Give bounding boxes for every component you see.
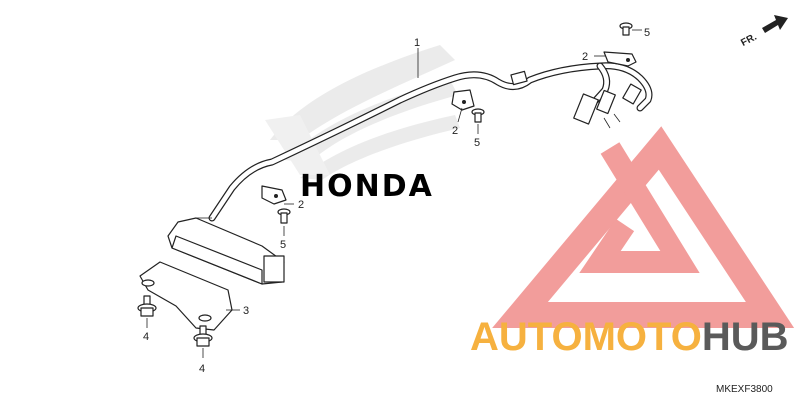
callout-stay: 3: [243, 305, 249, 317]
fr-label: FR.: [739, 31, 759, 48]
callout-clamp-top: 2: [582, 51, 588, 63]
watermark-triangle: [492, 126, 795, 328]
clamp-mid: [451, 89, 475, 111]
wire-harness: [208, 62, 653, 222]
light-unit-connector: [263, 255, 285, 283]
callout-screw-mid: 5: [474, 137, 480, 149]
connector-right: [622, 83, 642, 105]
watermark-auto: AUTOMOTOHUB: [470, 315, 789, 359]
harness-sleeve: [510, 70, 528, 86]
callout-bolt-right: 4: [199, 363, 205, 375]
callout-screw-low: 5: [280, 239, 286, 251]
bolt-right: [193, 325, 213, 347]
leader-lines: [146, 29, 642, 358]
honda-wing-logo: [265, 45, 460, 180]
callout-harness: 1: [414, 37, 420, 49]
callout-clamp-low: 2: [298, 199, 304, 211]
connector-left: [573, 93, 599, 125]
connector-mid: [596, 89, 616, 115]
bolt-left: [137, 295, 157, 317]
front-direction-indicator: FR.: [739, 15, 788, 49]
callout-bolt-left: 4: [143, 331, 149, 343]
part-code: MKEXF3800: [716, 384, 773, 395]
callout-screw-top: 5: [644, 27, 650, 39]
mounting-stay: [139, 261, 233, 331]
watermark-brand-part1: AUTOMOTO: [470, 315, 702, 359]
light-unit: [167, 217, 285, 285]
screw-low: [277, 208, 291, 224]
arrow-right-icon: [762, 15, 788, 33]
screw-top: [619, 22, 633, 36]
clamp-low: [261, 185, 287, 205]
callout-clamp-mid: 2: [452, 125, 458, 137]
watermark-brand-part2: HUB: [702, 315, 789, 359]
screw-mid: [471, 108, 485, 123]
honda-wordmark: HONDA: [300, 169, 434, 204]
clamp-top: [603, 51, 637, 67]
